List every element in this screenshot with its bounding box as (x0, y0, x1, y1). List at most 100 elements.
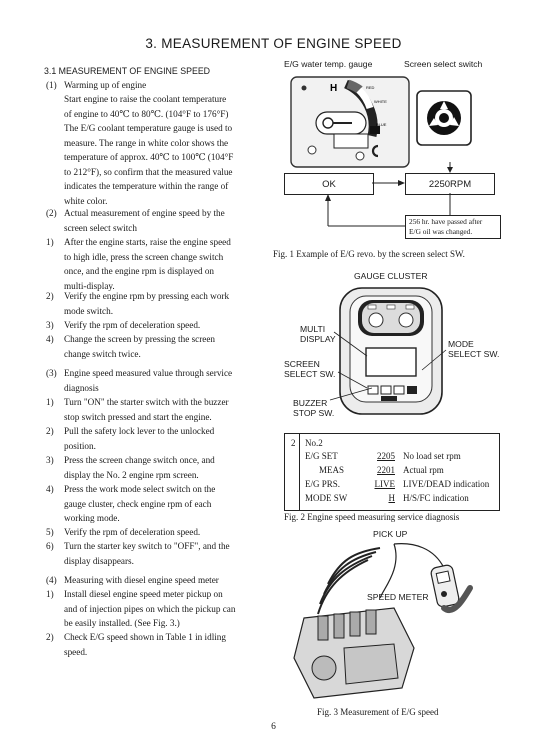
item-text-line: Engine speed measured value through serv… (64, 368, 233, 378)
diag-value: 2201 (377, 465, 395, 475)
item-text-line: display disappears. (64, 555, 134, 566)
water-temp-gauge-illustration: RED WHITE BLUE H (290, 76, 410, 168)
item-text-line: Turn the starter key switch to "OFF", an… (64, 541, 230, 551)
buzzer-stop-label-line1: BUZZER (293, 398, 328, 408)
diag-description: Actual rpm (403, 465, 444, 475)
table-divider (299, 434, 300, 510)
item-text-line: Start engine to raise the coolant temper… (64, 94, 227, 104)
fig1-switch-label: Screen select switch (404, 59, 483, 69)
note-line-1: 256 hr. have passed after (409, 217, 483, 226)
item-number: 4) (46, 334, 54, 344)
diag-description: H/S/FC indication (403, 493, 469, 503)
item-number: 2) (46, 632, 54, 642)
multi-display-label-line2: DISPLAY (300, 334, 336, 344)
page-number: 6 (271, 722, 276, 732)
diag-label: MEAS (319, 465, 345, 475)
screen-select-label: SCREEN SELECT SW. (284, 359, 335, 379)
fig2-leader-lines (329, 331, 447, 401)
item-number: 2) (46, 426, 54, 436)
multi-display-label-line1: MULTI (300, 324, 326, 334)
ok-display-box: OK (284, 173, 374, 195)
item-text-line: be easily installed. (See Fig. 3.) (64, 618, 180, 628)
diag-value: 2205 (377, 451, 395, 461)
item-text-line: to high idle, press the screen change sw… (64, 251, 224, 262)
screen-select-switch-illustration (416, 90, 472, 146)
diag-value: LIVE (374, 479, 396, 489)
pickup-label: PICK UP (373, 529, 408, 539)
item-number: 1) (46, 397, 54, 407)
item-number: 4) (46, 484, 54, 494)
mode-select-label: MODE SELECT SW. (448, 339, 499, 359)
fig2-caption: Fig. 2 Engine speed measuring service di… (284, 512, 460, 522)
fig1-gauge-label: E/G water temp. gauge (284, 59, 373, 69)
item-text-line: to 212°F), so confirm that the measured … (64, 166, 233, 177)
speed-meter-label: SPEED METER (367, 592, 429, 602)
screen-select-label-line1: SCREEN (284, 359, 320, 369)
item-text-line: diagnosis (64, 382, 99, 393)
item-text-line: Press the screen change switch once, and (64, 455, 215, 465)
multi-display-label: MULTI DISPLAY (300, 324, 336, 344)
item-text-line: Actual measurement of engine speed by th… (64, 208, 225, 218)
item-number: (1) (46, 80, 57, 90)
item-text-line: display the No. 2 engine rpm screen. (64, 469, 199, 480)
gauge-blue-mark: BLUE (376, 122, 387, 127)
item-text-line: Verify the rpm of deceleration speed. (64, 527, 201, 537)
item-text-line: Pull the safety lock lever to the unlock… (64, 426, 215, 436)
fig1-arrows (325, 162, 453, 227)
item-text-line: gauge cluster, check engine rpm of each (64, 498, 212, 509)
page-title: 3. MEASUREMENT OF ENGINE SPEED (145, 36, 402, 51)
item-text-line: Verify the rpm of deceleration speed. (64, 320, 201, 330)
diag-value: H (388, 493, 396, 503)
item-text-line: and of injection pipes on which the pick… (64, 603, 236, 614)
item-text-line: temperature of approx. 40℃ to 100℃ (104°… (64, 152, 234, 162)
diag-label: E/G PRS. (305, 479, 341, 489)
fig1-caption: Fig. 1 Example of E/G revo. by the scree… (273, 249, 465, 259)
gauge-cluster-heading: GAUGE CLUSTER (354, 271, 428, 281)
item-text-line: Change the screen by pressing the screen (64, 334, 216, 344)
item-text-line: white color. (64, 195, 108, 206)
item-number: 3) (46, 320, 54, 330)
item-text-line: Warming up of engine (64, 80, 147, 90)
item-number: 5) (46, 527, 54, 537)
item-number: 6) (46, 541, 54, 551)
item-text-line: indicates the temperature within the ran… (64, 181, 229, 191)
item-number: (3) (46, 368, 57, 378)
diag-label: MODE SW (305, 493, 348, 503)
item-text-line: of engine to 40℃ to 80℃. (104°F to 176°F… (64, 108, 229, 119)
item-text-line: stop switch pressed and start the engine… (64, 411, 212, 422)
mode-select-label-line2: SELECT SW. (448, 349, 500, 359)
item-text-line: measure. The range in white color shows … (64, 137, 229, 148)
item-number: 1) (46, 237, 54, 247)
item-text-line: position. (64, 440, 96, 451)
item-text-line: The E/G coolant temperature gauge is use… (64, 123, 233, 133)
diag-description: No load set rpm (403, 451, 461, 461)
item-text-line: Verify the engine rpm by pressing each w… (64, 291, 230, 301)
item-number: (4) (46, 575, 57, 585)
item-number: (2) (46, 208, 57, 218)
gauge-red-mark: RED (366, 85, 375, 90)
injection-pump-illustration (293, 543, 473, 699)
section-heading: 3.1 MEASUREMENT OF ENGINE SPEED (44, 66, 211, 76)
item-number: 1) (46, 589, 54, 599)
gauge-cluster-illustration (339, 287, 443, 415)
item-text-line: Measuring with diesel engine speed meter (64, 575, 219, 585)
buzzer-stop-label: BUZZER STOP SW. (293, 398, 334, 418)
table-no: 2 (291, 438, 296, 448)
item-text-line: once, and the engine rpm is displayed on (64, 266, 215, 276)
table-no-label: No.2 (305, 438, 323, 448)
gauge-h-mark: H (330, 83, 337, 94)
diag-label: E/G SET (305, 451, 338, 461)
item-text-line: After the engine starts, raise the engin… (64, 237, 231, 247)
item-text-line: speed. (64, 646, 88, 657)
item-text-line: Check E/G speed shown in Table 1 in idli… (64, 632, 226, 642)
note-line-2: E/G oil was changed. (409, 227, 473, 236)
buzzer-stop-label-line2: STOP SW. (293, 408, 335, 418)
oil-change-note: 256 hr. have passed after E/G oil was ch… (405, 215, 501, 239)
item-text-line: mode switch. (64, 305, 113, 316)
item-text-line: screen select switch (64, 222, 137, 233)
item-text-line: multi-display. (64, 280, 115, 291)
fig3-caption: Fig. 3 Measurement of E/G speed (317, 707, 439, 717)
item-text-line: change switch twice. (64, 348, 141, 359)
gauge-white-mark: WHITE (374, 99, 387, 104)
